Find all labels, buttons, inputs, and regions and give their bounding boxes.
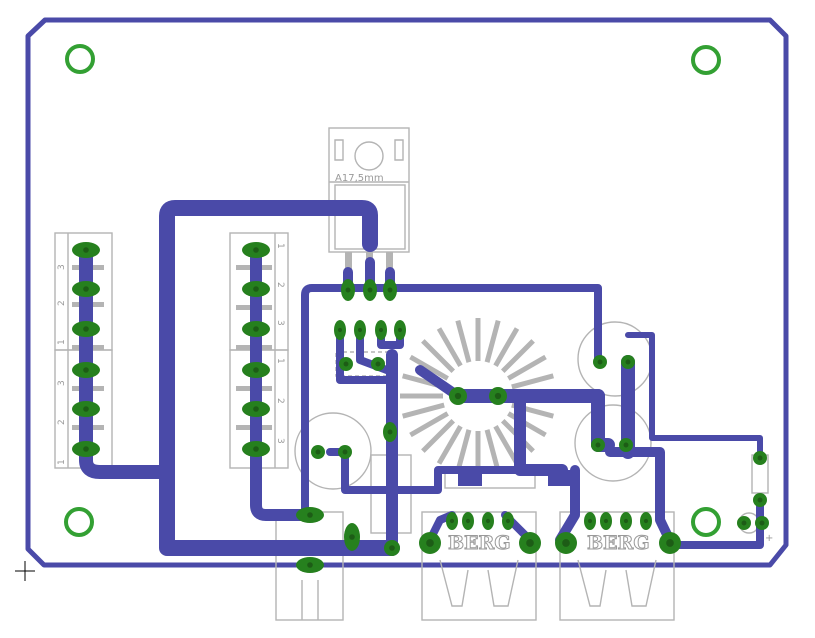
inductor-winding-line: [493, 327, 520, 367]
diode-pad-2-drill: [389, 545, 395, 551]
mounting-hole-top-left: [65, 44, 95, 74]
usb-left-pad-1-drill: [449, 518, 455, 524]
inductor-winding-line: [511, 373, 554, 390]
cap-left-pad-2-drill: [342, 449, 348, 455]
inductor-silkscreen: [400, 318, 556, 474]
inductor-winding-line: [455, 429, 472, 472]
usb-left-shield-2-drill: [526, 539, 534, 547]
logo-left: BERG: [448, 532, 511, 554]
resistor-pad-1-drill: [757, 455, 763, 461]
smd-pad-2: [548, 470, 572, 486]
board-outline: [25, 17, 789, 568]
pin-labels: 3 2 1 3 2 1 1 2 3 1 2 3: [57, 243, 285, 465]
mounting-hole-top-right: [691, 45, 721, 75]
pin-label-l3: 1: [57, 339, 67, 345]
terminal-pad-left-2-drill: [83, 286, 89, 292]
jack-pad-1-drill: [307, 512, 313, 518]
small-cap-pad-1-drill: [741, 520, 747, 526]
inductor-pad-1-drill: [454, 392, 462, 400]
usb-right-shield-2-drill: [666, 539, 674, 547]
cap-right-top-pad-1-drill: [597, 359, 603, 365]
pin-label-l2: 2: [57, 300, 67, 306]
usb-right-pad-2-drill: [603, 518, 609, 524]
inductor-winding-line: [484, 320, 501, 363]
inductor-pad-2-drill: [494, 392, 502, 400]
usb-left-pad-3-drill: [485, 518, 491, 524]
usb-left-shield-1-drill: [426, 539, 434, 547]
logo-right: BERG: [587, 532, 650, 554]
ic-pad-2-drill: [357, 327, 363, 333]
jack-pad-2-drill: [349, 534, 355, 540]
copper-traces: [79, 200, 764, 556]
regulator-pad-2-drill: [367, 287, 373, 293]
smd-pad-1: [458, 470, 482, 486]
usb-right-shield-1-drill: [562, 539, 570, 547]
pin-label-l6: 1: [57, 459, 67, 465]
pin-label-m3: 3: [275, 320, 285, 326]
terminal-pad-left-5-drill: [83, 406, 89, 412]
terminal-pad-left-3-drill: [83, 326, 89, 332]
cap-right-top-pad-2-drill: [625, 359, 631, 365]
small-pad-2-drill: [375, 361, 381, 367]
cap-right-bottom-pad-2-drill: [623, 442, 629, 448]
usb-right-pad-1-drill: [587, 518, 593, 524]
inductor-winding-line: [421, 339, 456, 374]
pin-label-m1: 1: [275, 243, 285, 249]
usb-right-pad-3-drill: [623, 518, 629, 524]
regulator-label: A17,5mm: [335, 173, 384, 184]
pin-label-m6: 3: [275, 438, 285, 444]
pads: [72, 242, 769, 573]
terminal-pad-mid-3-drill: [253, 326, 259, 332]
terminal-pad-mid-6-drill: [253, 446, 259, 452]
pin-label-l4: 3: [57, 380, 67, 386]
pin-label-l5: 2: [57, 419, 67, 425]
small-cap-pad-2-drill: [759, 520, 765, 526]
inductor-winding-line: [409, 411, 449, 438]
pin-label-m2: 2: [275, 282, 285, 288]
ic-pad-3-drill: [378, 327, 384, 333]
pin-label-m5: 2: [275, 398, 285, 404]
ic-pad-1-drill: [337, 327, 343, 333]
polarity-plus-label: +: [765, 533, 773, 544]
diode-pad-1-drill: [387, 429, 393, 435]
small-pad-1-drill: [343, 361, 349, 367]
usb-left-pad-4-drill: [505, 518, 511, 524]
cap-right-bottom-pad-1-drill: [595, 442, 601, 448]
terminal-pad-mid-4-drill: [253, 367, 259, 373]
usb-socket-right-silkscreen: [559, 511, 675, 621]
terminal-pad-left-1-drill: [83, 247, 89, 253]
regulator-silkscreen: [328, 127, 410, 272]
regulator-pad-3-drill: [387, 287, 393, 293]
usb-left-pad-2-drill: [465, 518, 471, 524]
terminal-pad-mid-5-drill: [253, 406, 259, 412]
inductor-winding-line: [402, 402, 445, 419]
inductor-winding-line: [455, 320, 472, 363]
mounting-hole-bottom-right: [691, 507, 721, 537]
inductor-winding-line: [500, 339, 535, 374]
inductor-winding-line: [493, 425, 520, 465]
pin-label-m4: 1: [275, 358, 285, 364]
ic-pad-4-drill: [397, 327, 403, 333]
cap-left-pad-1-drill: [315, 449, 321, 455]
inductor-winding-line: [484, 429, 501, 472]
terminal-pad-mid-2-drill: [253, 286, 259, 292]
usb-right-pad-4-drill: [643, 518, 649, 524]
jack-pad-3-drill: [307, 562, 313, 568]
regulator-pad-1-drill: [345, 287, 351, 293]
mounting-hole-bottom-left: [64, 507, 94, 537]
terminal-pad-mid-1-drill: [253, 247, 259, 253]
origin-marker: [15, 561, 35, 581]
terminal-pad-left-6-drill: [83, 446, 89, 452]
inductor-winding-line: [409, 354, 449, 381]
inductor-winding-line: [507, 354, 547, 381]
terminal-pad-left-4-drill: [83, 367, 89, 373]
pin-label-l1: 3: [57, 264, 67, 270]
inductor-winding-line: [421, 418, 456, 453]
resistor-pad-2-drill: [757, 497, 763, 503]
inductor-winding-line: [436, 425, 463, 465]
inductor-winding-line: [436, 327, 463, 367]
